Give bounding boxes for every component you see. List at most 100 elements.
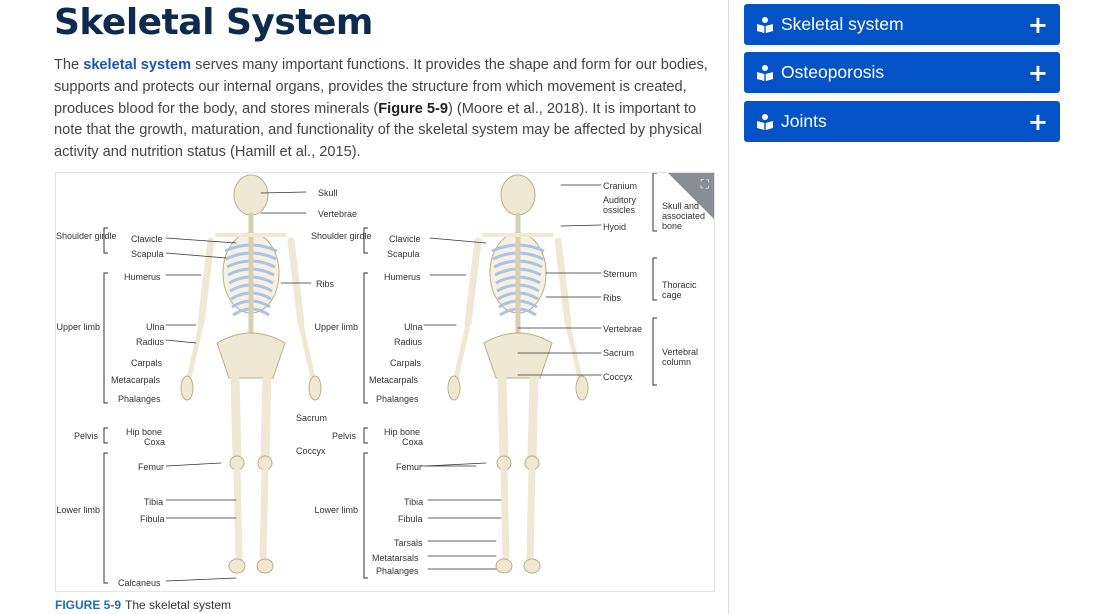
label: Sacrum — [603, 348, 635, 358]
forearm — [186, 322, 204, 381]
label: Phalanges — [376, 566, 419, 576]
expand-corner[interactable] — [668, 173, 714, 219]
hand — [180, 375, 194, 401]
label: Shoulder girdle — [311, 231, 372, 241]
accordion-label: Skeletal system — [781, 14, 904, 34]
intro-paragraph: The skeletal system serves many importan… — [54, 55, 714, 164]
label: Humerus — [124, 272, 161, 282]
leader-line — [260, 191, 307, 194]
accordion-joints[interactable]: Joints + — [744, 101, 1060, 142]
label: Clavicle — [131, 234, 163, 244]
accordion-osteoporosis[interactable]: Osteoporosis + — [744, 52, 1060, 93]
label: Thoracic cage — [662, 280, 697, 300]
label: Pelvis — [74, 431, 99, 441]
tibia — [233, 467, 243, 562]
leader-line — [165, 339, 197, 344]
leader-line — [165, 252, 227, 259]
label: Carpals — [390, 358, 422, 368]
pelvis — [216, 332, 286, 379]
label: Fibula — [140, 514, 165, 524]
skeletal-system-link[interactable]: skeletal system — [83, 57, 192, 73]
book-reader-icon — [757, 64, 773, 81]
book-reader-icon — [757, 113, 773, 130]
label: Sacrum — [296, 413, 328, 423]
foot — [523, 558, 541, 574]
femur — [497, 373, 509, 463]
label: Scapula — [131, 249, 164, 259]
foot — [256, 558, 274, 574]
tibia — [526, 467, 536, 562]
label: Coccyx — [296, 446, 326, 456]
leader-line — [425, 462, 487, 467]
leader-line — [165, 237, 237, 244]
bracket — [363, 427, 368, 444]
femur — [527, 373, 539, 463]
tibia — [500, 467, 510, 562]
label: Metatarsals — [372, 553, 419, 563]
label: Lower limb — [56, 505, 100, 515]
label: Vertebrae — [603, 324, 643, 334]
humerus — [464, 237, 482, 327]
label: Metacarpals — [111, 375, 161, 385]
label: Tarsals — [394, 538, 423, 548]
caption-text: The skeletal system — [125, 598, 232, 612]
bracket — [652, 317, 657, 386]
label: Carpals — [131, 358, 163, 368]
label: Hip bone — [384, 427, 421, 437]
forearm — [565, 322, 583, 381]
bracket — [363, 227, 368, 254]
bracket — [652, 173, 657, 232]
label: Fibula — [398, 514, 423, 524]
humerus — [287, 237, 305, 327]
label: Upper limb — [314, 322, 358, 332]
label: Femur — [138, 462, 165, 472]
text: serves many important functions. It prov… — [54, 57, 708, 117]
forearm — [453, 322, 471, 381]
label: Clavicle — [389, 234, 421, 244]
accordion-label: Joints — [781, 111, 827, 131]
accordion-skeletal-system[interactable]: Skeletal system + — [744, 4, 1060, 45]
humerus — [554, 237, 572, 327]
bracket — [363, 272, 368, 404]
label: Cranium — [603, 181, 638, 191]
hand — [575, 375, 589, 401]
hand — [447, 375, 461, 401]
plus-icon[interactable]: + — [1027, 107, 1048, 136]
label: Phalanges — [118, 394, 161, 404]
femur — [260, 373, 272, 463]
page-title: Skeletal System — [54, 2, 373, 43]
label: Vertebral column — [662, 347, 699, 367]
bracket — [103, 272, 108, 404]
tibia — [259, 467, 269, 562]
label: Coxa — [144, 437, 166, 447]
label: Phalanges — [376, 394, 419, 404]
bracket — [103, 452, 108, 584]
skull — [233, 174, 269, 216]
foot — [228, 558, 246, 574]
plus-icon[interactable]: + — [1027, 58, 1048, 87]
foot — [495, 558, 513, 574]
label: Humerus — [384, 272, 421, 282]
expand-icon[interactable]: ⛶ — [700, 177, 709, 191]
label: Ulna — [404, 322, 423, 332]
bracket — [363, 452, 368, 579]
humerus — [197, 237, 215, 327]
forearm — [298, 322, 316, 381]
femur — [230, 373, 242, 463]
label: Radius — [136, 337, 165, 347]
skeleton-illustration — [103, 173, 657, 584]
label: Ribs — [603, 293, 622, 303]
label: Tibia — [144, 497, 164, 507]
label: Hyoid — [603, 222, 627, 232]
label: Lower limb — [314, 505, 358, 515]
label: Calcaneus — [118, 578, 161, 588]
column-divider — [728, 0, 729, 614]
label: Ulna — [146, 322, 165, 332]
label: Ribs — [316, 279, 335, 289]
label: Coccyx — [603, 372, 633, 382]
text: ) (Moore et al., 2018). It is important … — [54, 100, 702, 161]
label: Skull and associated bone — [662, 201, 706, 231]
hand — [308, 375, 322, 401]
label: Shoulder girdle — [56, 231, 117, 241]
plus-icon[interactable]: + — [1027, 10, 1048, 39]
